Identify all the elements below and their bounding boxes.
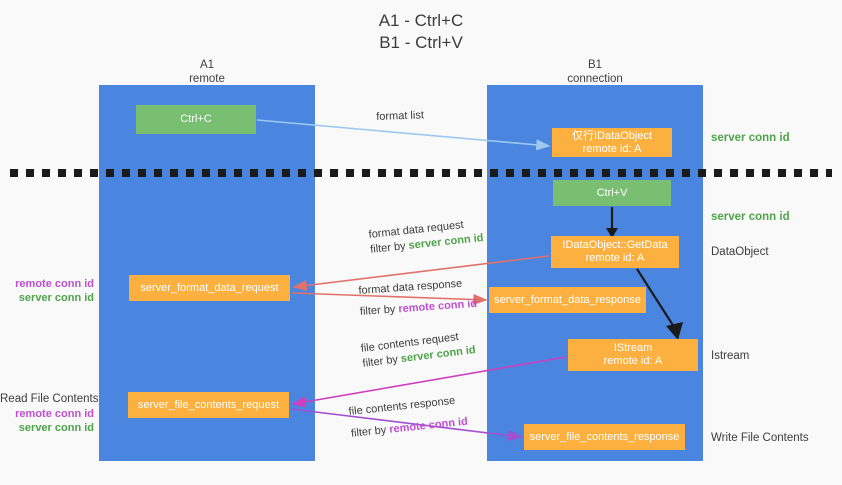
node-idataobject-label: 仅行IDataObject <box>571 129 653 142</box>
page-title: A1 - Ctrl+C B1 - Ctrl+V <box>0 10 842 54</box>
node-getdata[interactable]: IDataObject::GetData remote id: A <box>551 236 679 268</box>
node-getdata-label: IDataObject::GetData <box>562 239 668 251</box>
edge-label-fdreq-prefix: filter by <box>369 239 410 256</box>
node-format-data-request[interactable]: server_format_data_request <box>129 275 290 301</box>
phase-divider <box>10 169 832 177</box>
edge-label-file-contents-request: file contents request filter by server c… <box>360 328 477 372</box>
edge-label-fcresp-prefix: filter by <box>350 423 390 440</box>
lane-header-a1: A1 remote <box>99 58 315 86</box>
node-file-contents-response[interactable]: server_file_contents_response <box>524 424 685 450</box>
node-getdata-sub: remote id: A <box>585 252 645 264</box>
left-label-format-group: remote conn id server conn id <box>0 277 94 305</box>
right-label-write-file-contents: Write File Contents <box>711 432 809 444</box>
right-label-server-conn-mid: server conn id <box>711 211 790 223</box>
title-line-1: A1 - Ctrl+C <box>378 11 464 30</box>
node-format-data-request-label: server_format_data_request <box>140 281 279 294</box>
node-format-data-response-label: server_format_data_response <box>494 293 641 306</box>
edge-label-fcreq-prefix: filter by <box>361 353 402 370</box>
node-ctrl-v-label: Ctrl+V <box>596 186 628 199</box>
left-label-read-title: Read File Contents <box>0 393 99 405</box>
lane-b1-name: B1 <box>587 59 603 71</box>
lane-b1-role: connection <box>567 73 623 85</box>
left-label-read-remote: remote conn id <box>15 408 94 420</box>
right-label-server-conn-top: server conn id <box>711 132 790 144</box>
edge-label-fdresp-prefix: filter by <box>359 303 399 318</box>
node-idataobject-sub: remote id: A <box>582 142 642 155</box>
node-ctrl-c-label: Ctrl+C <box>180 113 212 125</box>
node-idataobject[interactable]: 仅行IDataObject remote id: A <box>552 128 672 157</box>
lane-header-b1: B1 connection <box>487 58 703 86</box>
left-label-read-server: server conn id <box>18 422 94 434</box>
node-ctrl-c[interactable]: Ctrl+C <box>136 105 256 134</box>
edge-label-format-list-line1: format list <box>376 109 425 123</box>
node-file-contents-request-label: server_file_contents_request <box>137 398 280 411</box>
node-file-contents-response-label: server_file_contents_response <box>529 430 680 443</box>
edge-label-file-contents-response: file contents response filter by remote … <box>348 393 469 442</box>
lane-a1-role: remote <box>189 73 225 85</box>
edge-label-format-list: format list <box>376 108 424 125</box>
edge-label-format-data-request: format data request filter by server con… <box>368 216 484 258</box>
node-istream-label: IStream <box>613 342 653 354</box>
node-ctrl-v[interactable]: Ctrl+V <box>553 180 671 206</box>
edge-label-format-data-response: format data response filter by remote co… <box>358 276 478 320</box>
node-istream[interactable]: IStream remote id: A <box>568 339 698 371</box>
node-file-contents-request[interactable]: server_file_contents_request <box>128 392 289 418</box>
left-label-format-remote: remote conn id <box>15 278 94 290</box>
left-label-format-server: server conn id <box>18 292 94 304</box>
node-format-data-response[interactable]: server_format_data_response <box>489 287 646 313</box>
edge-label-fcresp-filter: remote conn id <box>388 415 469 436</box>
title-line-2: B1 - Ctrl+V <box>379 33 463 52</box>
edge-label-format-data-response-line1: format data response <box>358 277 463 297</box>
edge-label-fdresp-filter: remote conn id <box>397 297 478 316</box>
left-label-read-group: Read File Contents remote conn id server… <box>0 391 99 435</box>
right-label-istream: Istream <box>711 350 750 362</box>
right-label-dataobject: DataObject <box>711 246 769 258</box>
lane-a1-name: A1 <box>199 59 215 71</box>
node-istream-sub: remote id: A <box>603 355 663 367</box>
